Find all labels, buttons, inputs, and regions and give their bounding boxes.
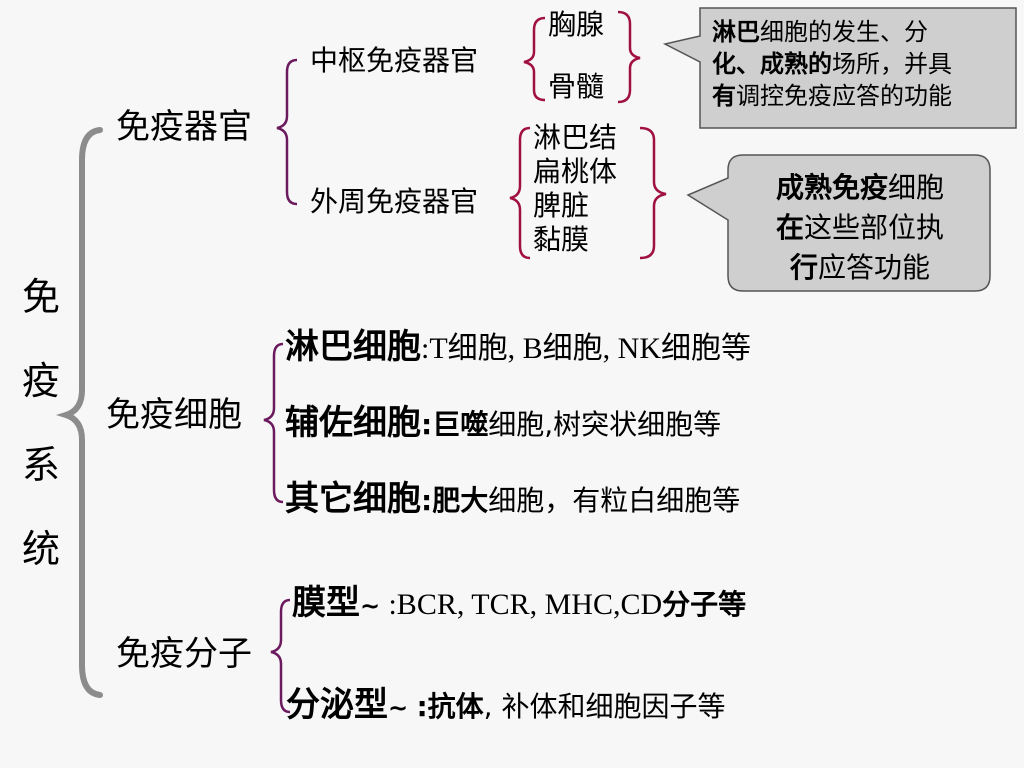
cell-row-head: 其它细胞: [285, 479, 421, 519]
molecule-row-head: 分泌型: [286, 685, 388, 725]
molecule-row-detail-bold: :抗体: [416, 690, 484, 723]
title-char-2: 疫: [22, 359, 61, 403]
molecule-row-tilde: ~: [360, 592, 389, 620]
peripheral-item-mucosa: 黏膜: [533, 223, 590, 256]
peripheral-item-lymph-node: 淋巴结: [533, 121, 618, 154]
molecule-row-detail: , 补体和细胞因子等: [483, 690, 726, 723]
peripheral-left-brace: [509, 126, 531, 260]
cell-row-accessory: 辅佐细胞:巨噬细胞,树突状细胞等: [285, 406, 721, 440]
molecule-row-head: 膜型: [292, 583, 360, 623]
cell-row-detail-bold: :肥大: [421, 484, 489, 517]
molecule-row-membrane: 膜型~ :BCR, TCR, MHC,CD分子等: [292, 586, 746, 620]
molecule-row-detail-bold: 分子等: [662, 588, 747, 621]
molecules-label: 免疫分子: [116, 634, 252, 674]
cell-row-other: 其它细胞:肥大细胞，有粒白细胞等: [285, 482, 740, 516]
central-organs-label: 中枢免疫器官: [310, 44, 479, 77]
molecule-row-tilde: ~: [388, 694, 417, 722]
cell-row-detail-bold: :巨噬: [421, 408, 489, 441]
peripheral-item-tonsil: 扁桃体: [533, 155, 618, 188]
central-right-brace: [617, 10, 641, 104]
cells-label: 免疫细胞: [106, 395, 242, 435]
title-char-1: 免: [22, 275, 61, 319]
cell-row-head: 淋巴细胞: [285, 327, 421, 367]
cell-row-detail: 细胞,树突状细胞等: [488, 408, 722, 441]
cell-row-detail: 细胞，有粒白细胞等: [488, 484, 741, 517]
molecule-row-secreted: 分泌型~ :抗体, 补体和细胞因子等: [286, 688, 725, 722]
title-char-4: 统: [22, 527, 61, 571]
peripheral-right-brace: [639, 126, 667, 260]
cell-row-detail: :T细胞, B细胞, NK细胞等: [421, 332, 751, 365]
central-item-thymus: 胸腺: [548, 8, 605, 41]
cell-row-head: 辅佐细胞: [285, 403, 421, 443]
cells-brace: [263, 342, 284, 504]
title-char-3: 系: [22, 443, 61, 487]
peripheral-item-spleen: 脾脏: [533, 189, 590, 222]
organs-label: 免疫器官: [116, 107, 252, 147]
molecule-row-detail: :BCR, TCR, MHC,CD: [388, 588, 663, 621]
peripheral-organs-label: 外周免疫器官: [310, 185, 479, 218]
main-brace: [55, 127, 103, 698]
central-item-bone-marrow: 骨髓: [548, 70, 605, 103]
callout-central-text: 淋巴细胞的发生、分 化、成熟的场所，并具 有调控免疫应答的功能: [712, 18, 952, 110]
cell-row-lymphocyte: 淋巴细胞:T细胞, B细胞, NK细胞等: [285, 330, 751, 364]
callout-peripheral-text: 成熟免疫细胞 在这些部位执 行应答功能: [775, 171, 945, 284]
organs-brace: [276, 58, 298, 206]
central-left-brace: [523, 16, 546, 102]
